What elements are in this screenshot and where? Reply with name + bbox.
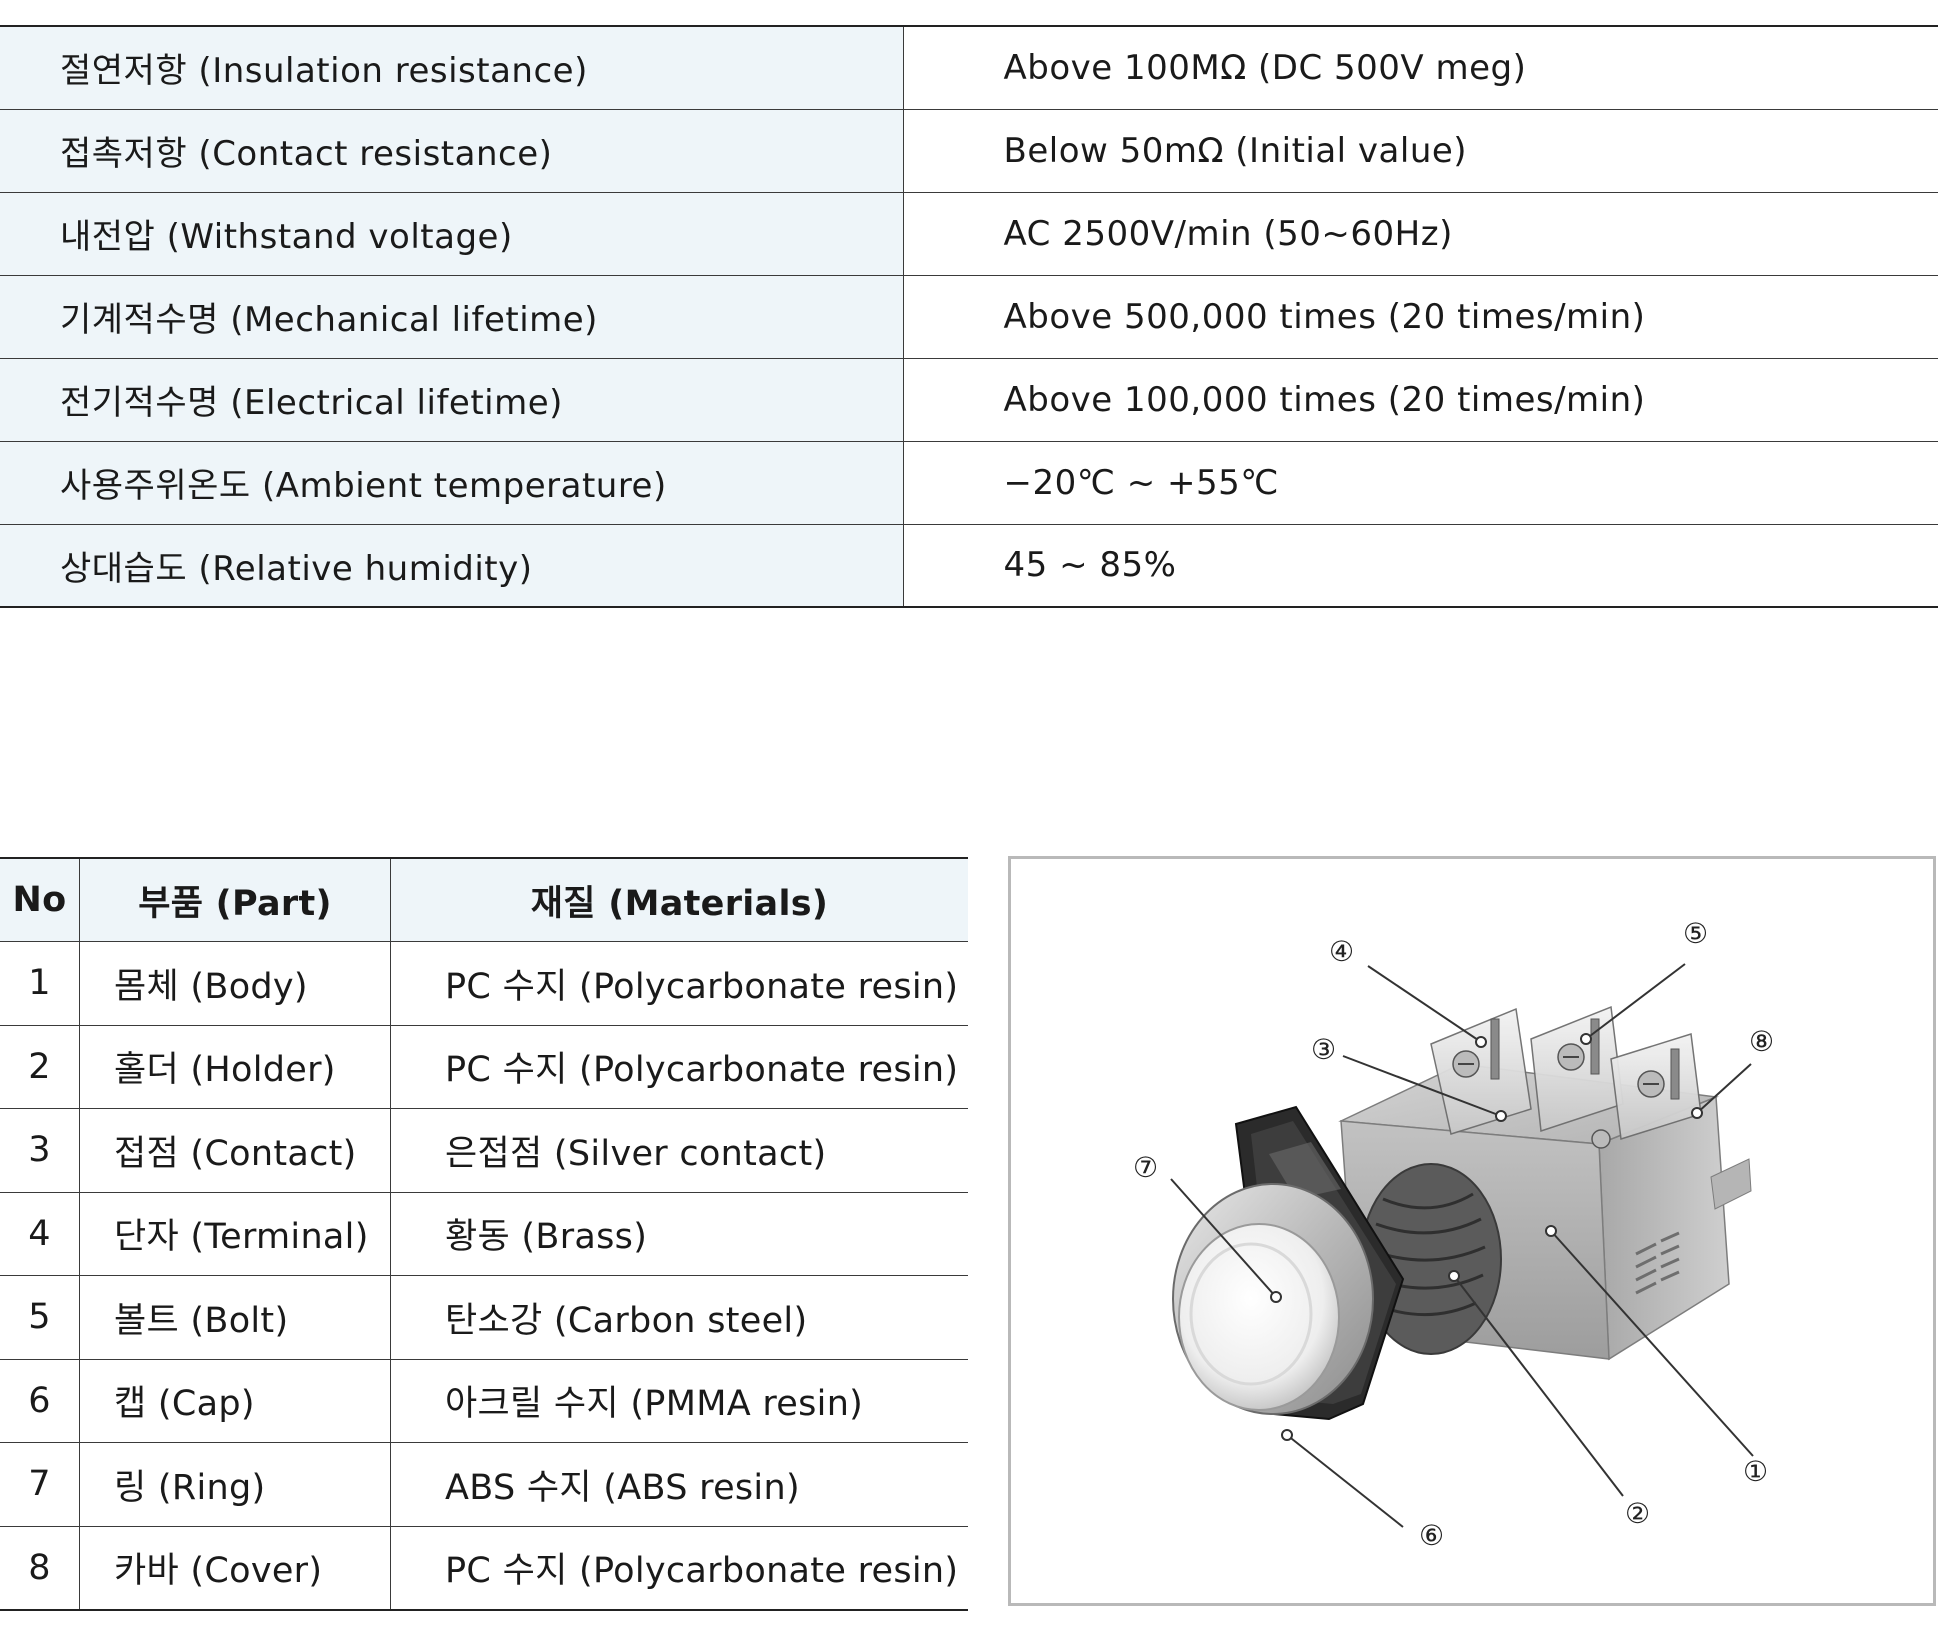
- push-button-switch-illustration: ① ② ③ ④ ⑤ ⑥ ⑦ ⑧: [1133, 917, 1774, 1552]
- part-material: 은접점 (Silver contact): [390, 1108, 968, 1193]
- spec-label: 내전압 (Withstand voltage): [0, 191, 904, 276]
- callout-6: ⑥: [1419, 1519, 1444, 1552]
- part-no: 3: [0, 1108, 80, 1193]
- part-no: 1: [0, 941, 80, 1026]
- spec-value: 45 ~ 85%: [903, 523, 1938, 608]
- spec-value: AC 2500V/min (50~60Hz): [903, 191, 1938, 276]
- part-name: 단자 (Terminal): [79, 1192, 391, 1276]
- spec-row: 사용주위온도 (Ambient temperature)−20℃ ~ +55℃: [0, 440, 1938, 525]
- header-materials: 재질 (Materials): [390, 857, 968, 942]
- leader-lines: [1170, 963, 1754, 1528]
- parts-header-row: No 부품 (Part) 재질 (Materials): [0, 857, 968, 942]
- spec-label: 절연저항 (Insulation resistance): [0, 25, 904, 110]
- callout-4: ④: [1329, 935, 1354, 968]
- part-name: 캡 (Cap): [79, 1359, 391, 1443]
- spec-row: 상대습도 (Relative humidity)45 ~ 85%: [0, 523, 1938, 608]
- part-material: ABS 수지 (ABS resin): [390, 1442, 968, 1527]
- callout-8: ⑧: [1749, 1025, 1774, 1058]
- callout-1: ①: [1743, 1455, 1768, 1488]
- part-material: PC 수지 (Polycarbonate resin): [390, 1526, 968, 1611]
- spec-row: 절연저항 (Insulation resistance)Above 100MΩ …: [0, 25, 1938, 110]
- part-material: PC 수지 (Polycarbonate resin): [390, 941, 968, 1026]
- spec-label: 기계적수명 (Mechanical lifetime): [0, 274, 904, 359]
- spec-value: −20℃ ~ +55℃: [903, 440, 1938, 525]
- callout-7: ⑦: [1133, 1151, 1158, 1184]
- part-no: 4: [0, 1192, 80, 1276]
- spec-row: 내전압 (Withstand voltage)AC 2500V/min (50~…: [0, 191, 1938, 276]
- spec-row: 접촉저항 (Contact resistance)Below 50mΩ (Ini…: [0, 108, 1938, 193]
- part-material: 아크릴 수지 (PMMA resin): [390, 1359, 968, 1443]
- part-name: 링 (Ring): [79, 1442, 391, 1527]
- part-no: 2: [0, 1025, 80, 1109]
- spec-value: Above 100MΩ (DC 500V meg): [903, 25, 1938, 110]
- leader-dots: [1270, 1033, 1703, 1441]
- part-no: 7: [0, 1442, 80, 1527]
- product-figure: ① ② ③ ④ ⑤ ⑥ ⑦ ⑧: [1008, 856, 1936, 1606]
- spec-row: 기계적수명 (Mechanical lifetime)Above 500,000…: [0, 274, 1938, 359]
- spec-label: 전기적수명 (Electrical lifetime): [0, 357, 904, 442]
- part-material: 황동 (Brass): [390, 1192, 968, 1276]
- spec-value: Below 50mΩ (Initial value): [903, 108, 1938, 193]
- part-name: 카바 (Cover): [79, 1526, 391, 1611]
- spec-value: Above 100,000 times (20 times/min): [903, 357, 1938, 442]
- part-name: 몸체 (Body): [79, 941, 391, 1026]
- spec-row: 전기적수명 (Electrical lifetime)Above 100,000…: [0, 357, 1938, 442]
- part-name: 홀더 (Holder): [79, 1025, 391, 1109]
- spec-label: 사용주위온도 (Ambient temperature): [0, 440, 904, 525]
- spec-label: 상대습도 (Relative humidity): [0, 523, 904, 608]
- part-no: 8: [0, 1526, 80, 1611]
- header-part: 부품 (Part): [79, 857, 391, 942]
- callout-2: ②: [1625, 1497, 1650, 1530]
- part-name: 접점 (Contact): [79, 1108, 391, 1193]
- part-no: 6: [0, 1359, 80, 1443]
- part-material: PC 수지 (Polycarbonate resin): [390, 1025, 968, 1109]
- callout-5: ⑤: [1683, 917, 1708, 950]
- part-name: 볼트 (Bolt): [79, 1275, 391, 1360]
- header-no: No: [0, 857, 80, 942]
- spec-label: 접촉저항 (Contact resistance): [0, 108, 904, 193]
- spec-table: 절연저항 (Insulation resistance)Above 100MΩ …: [0, 25, 1938, 608]
- part-no: 5: [0, 1275, 80, 1360]
- part-material: 탄소강 (Carbon steel): [390, 1275, 968, 1360]
- callout-3: ③: [1311, 1033, 1336, 1066]
- contact-blocks: [1430, 1005, 1702, 1149]
- spec-value: Above 500,000 times (20 times/min): [903, 274, 1938, 359]
